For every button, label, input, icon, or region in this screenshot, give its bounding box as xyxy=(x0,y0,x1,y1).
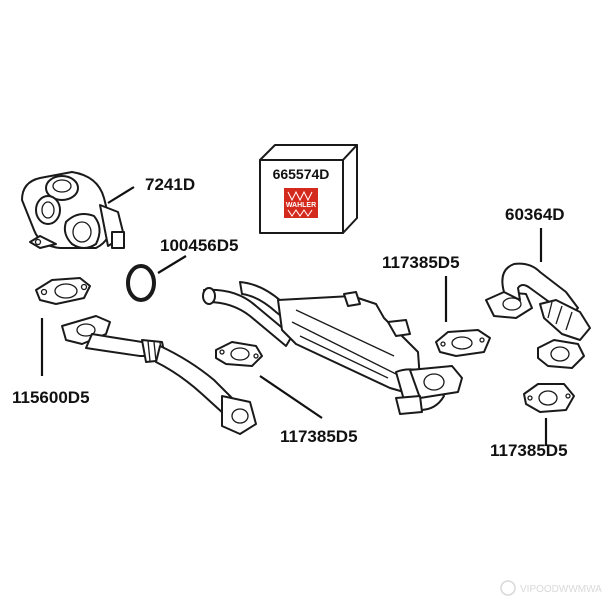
egr-pipe-left xyxy=(61,315,257,435)
label-gasket-center: 117385D5 xyxy=(280,427,358,446)
egr-pipe-right xyxy=(485,262,591,369)
gasket-center xyxy=(215,341,263,367)
label-pipe-right: 60364D xyxy=(505,205,565,224)
label-gasket-bottom-right: 117385D5 xyxy=(490,441,568,460)
gasket-bottom-right xyxy=(523,383,575,413)
watermark: VIPOODWWMWA xyxy=(500,580,602,596)
egr-cooler xyxy=(202,281,463,415)
brand-name: WAHLER xyxy=(286,202,316,209)
wahler-logo: WAHLER xyxy=(284,188,318,218)
egr-valve xyxy=(21,171,125,249)
label-gasket-left: 115600D5 xyxy=(12,388,90,407)
kit-box: 665574D WAHLER xyxy=(259,144,358,234)
o-ring xyxy=(126,264,156,302)
watermark-text: VIPOODWWMWA xyxy=(520,584,602,595)
label-egr-valve: 7241D xyxy=(145,175,195,194)
gasket-top-right xyxy=(435,329,491,357)
label-gasket-top-right: 117385D5 xyxy=(382,253,460,272)
label-o-ring: 100456D5 xyxy=(160,236,238,255)
kit-code: 665574D xyxy=(273,166,330,182)
gasket-left xyxy=(35,277,91,305)
